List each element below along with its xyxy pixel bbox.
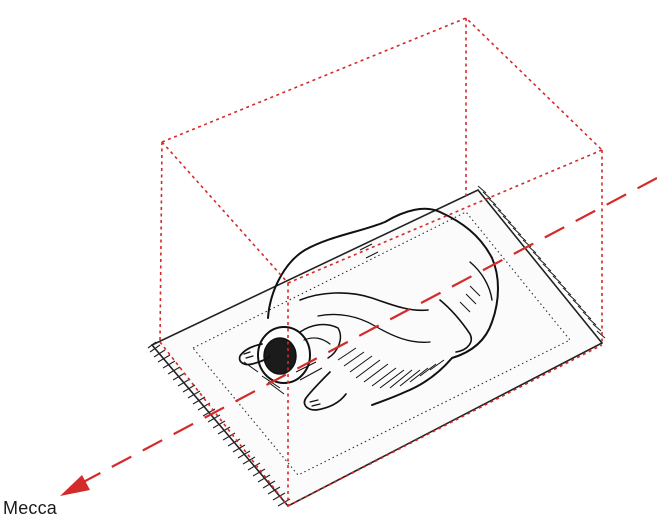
arrowhead-icon [60, 475, 90, 496]
prayer-rug [148, 186, 605, 506]
mecca-label: Mecca [3, 498, 57, 519]
rug-surface [152, 190, 602, 506]
